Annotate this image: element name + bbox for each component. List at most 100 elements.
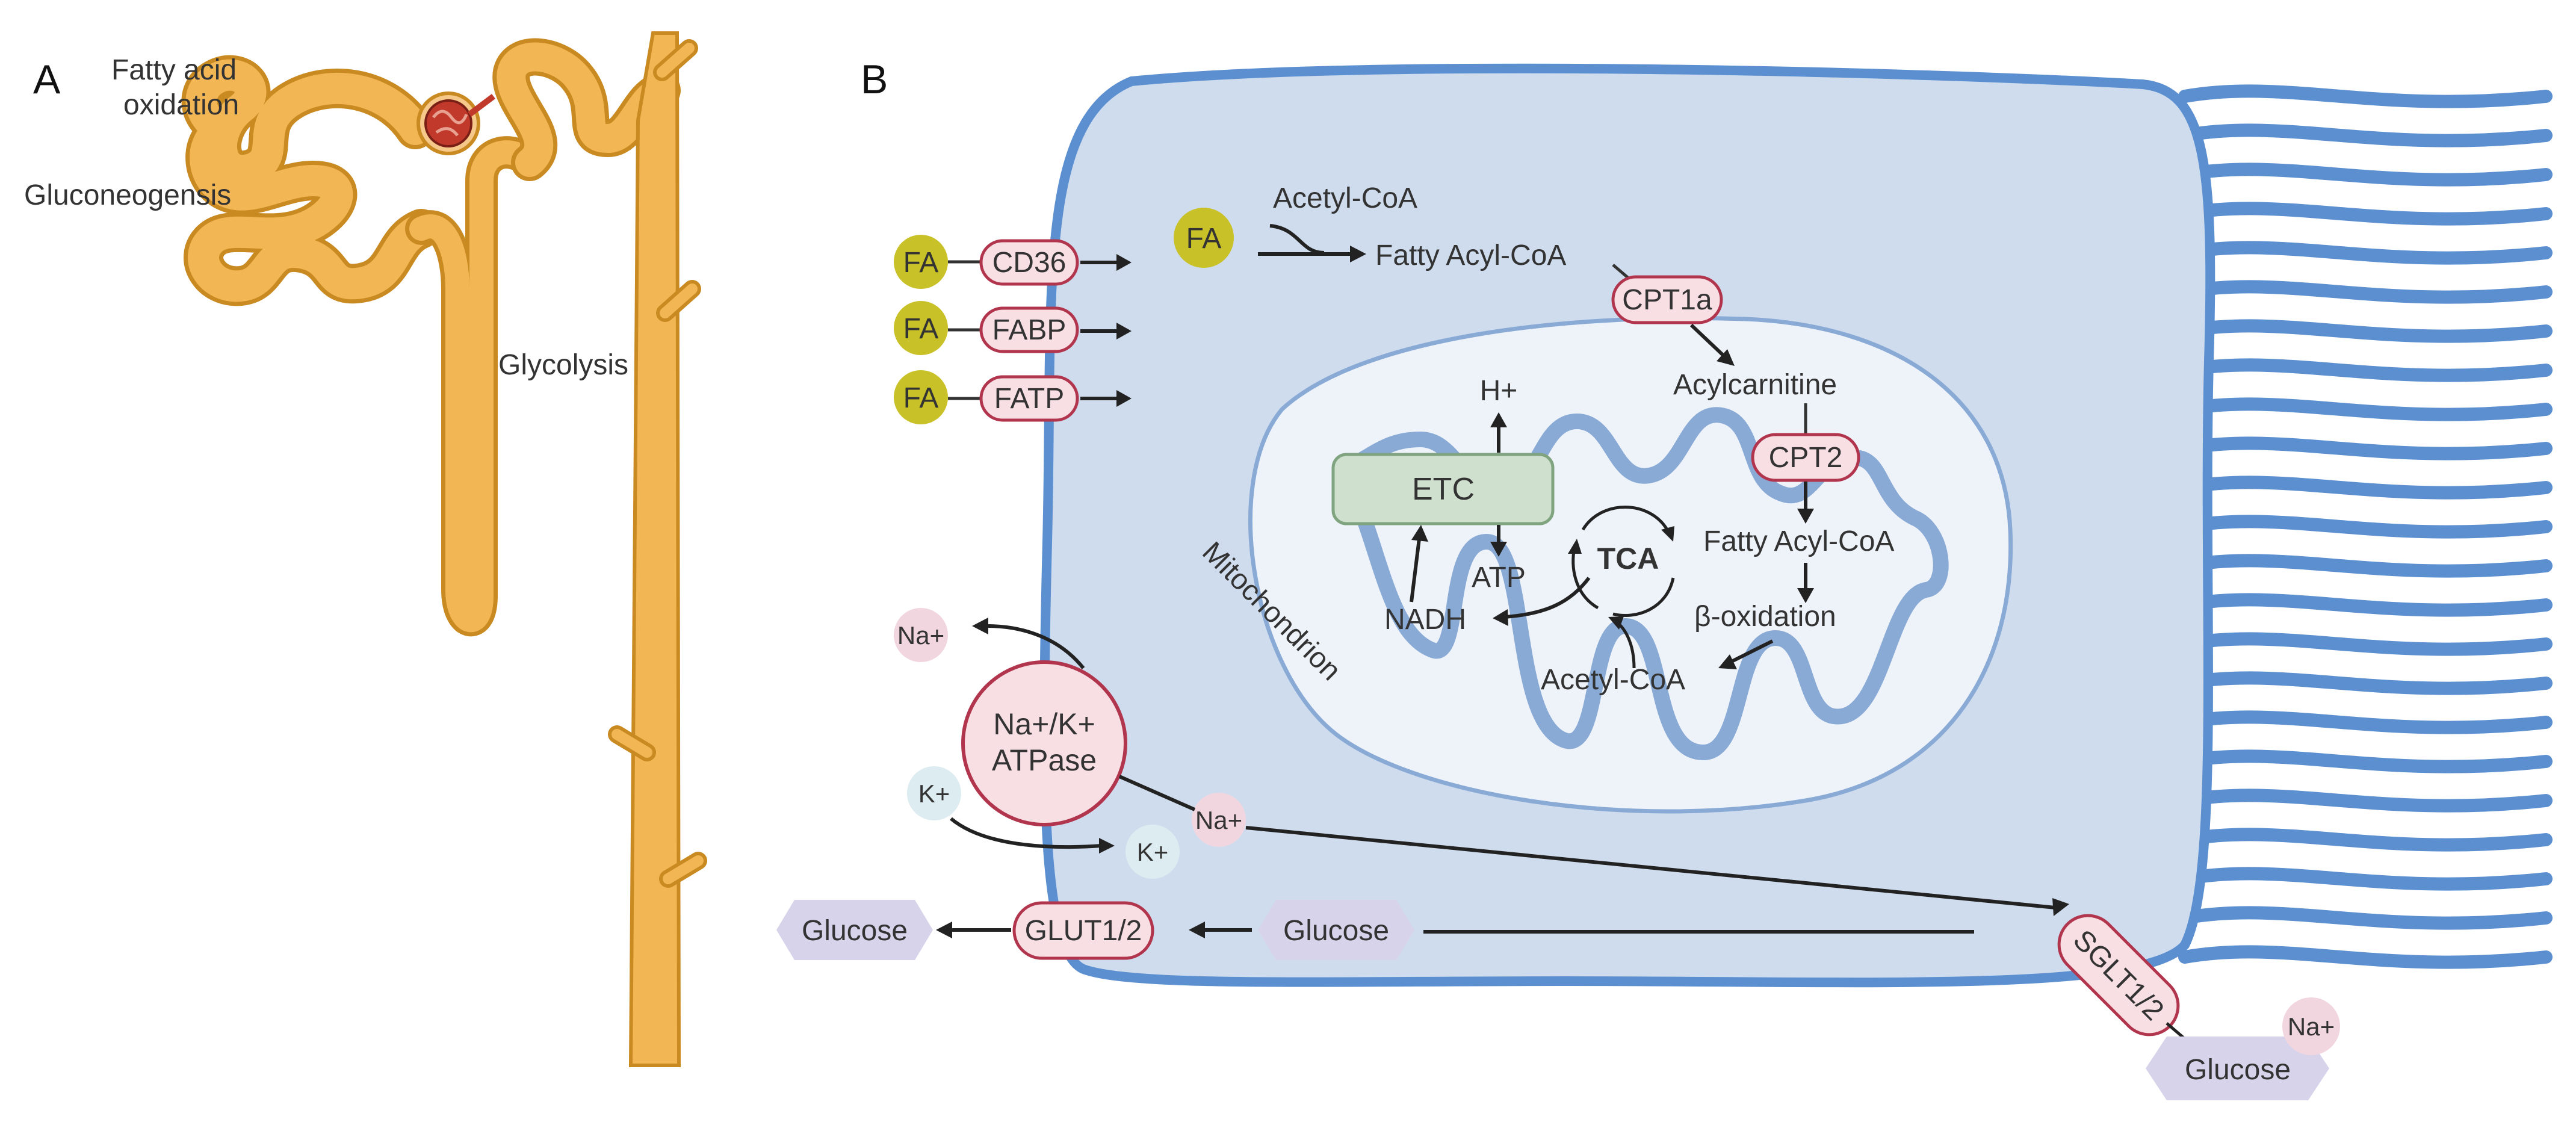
cpt1a-arrow <box>1689 323 1726 358</box>
panel-a-letter: A <box>33 57 61 102</box>
glucose-luminal-label: Glucose <box>2185 1054 2291 1086</box>
etc-to-h-arrowhead <box>1490 412 1507 427</box>
fa-molecule <box>894 370 948 424</box>
beta-ox-to-acetyl-coa-arrow <box>1729 639 1774 664</box>
na-ion <box>894 608 948 662</box>
glucose-luminal <box>2146 1036 2329 1100</box>
fabp-label: FABP <box>992 314 1067 346</box>
fa-label: FA <box>903 247 939 279</box>
tca-cycle-arrow-3 <box>1571 550 1599 610</box>
tca-cycle: TCA <box>1493 506 1675 669</box>
glucose-extracellular-label: Glucose <box>802 915 908 947</box>
glut-efflux-arrowhead <box>936 922 952 938</box>
cd36-label: CD36 <box>992 247 1067 279</box>
collecting-duct-branch-inner <box>611 43 704 884</box>
atpase-label-line1: Na+/K+ <box>993 707 1095 741</box>
na-ion-intracellular <box>1192 793 1246 847</box>
etc-label: ETC <box>1412 472 1475 507</box>
proximal-tubule-fill <box>185 59 437 302</box>
fatty-acid-oxidation-label-line2: oxidation <box>123 89 239 121</box>
cpt2-enzyme <box>1751 433 1860 482</box>
na-ion-luminal-label: Na+ <box>2288 1012 2335 1041</box>
na-ion-label: Na+ <box>897 621 944 649</box>
glucose-intracellular-label: Glucose <box>1283 915 1389 947</box>
fa-to-acyl-coa-arrowhead <box>1350 246 1366 262</box>
tca-to-nadh-arrowhead <box>1493 609 1508 626</box>
cpt1a-arrowhead <box>1717 349 1735 366</box>
na-efflux-arrow <box>986 624 1085 669</box>
glomerulus-capillaries <box>432 110 468 137</box>
acetyl-coa-mito-label: Acetyl-CoA <box>1541 664 1685 696</box>
k-ion-label: K+ <box>918 779 950 808</box>
k-ion-intracellular-label: K+ <box>1137 838 1169 866</box>
fa-label: FA <box>903 313 939 345</box>
cpt2-arrowhead <box>1797 509 1814 524</box>
brush-border-microvilli <box>2178 84 2553 969</box>
acetyl-coa-into-tca-arrowhead <box>1608 616 1624 630</box>
fatty-acyl-coa-mito-label: Fatty Acyl-CoA <box>1703 525 1894 557</box>
cpt1a-enzyme <box>1611 275 1723 324</box>
acylcarnitine-label: Acylcarnitine <box>1673 369 1837 401</box>
tca-cycle-arrow-1 <box>1581 506 1669 531</box>
fa-molecule <box>894 301 948 355</box>
mitochondrion-cristae <box>1334 407 1949 760</box>
na-efflux-arrowhead <box>972 618 988 634</box>
fatp-label: FATP <box>994 383 1064 415</box>
na-ion-luminal <box>2282 997 2340 1055</box>
etc-to-atp-arrowhead <box>1490 542 1507 557</box>
cd36-transporter <box>979 239 1079 286</box>
fa-molecule-cytosol <box>1174 208 1234 268</box>
h-plus-label: H+ <box>1480 375 1518 407</box>
tca-to-nadh-arrow <box>1504 577 1591 619</box>
nadh-to-etc-arrow <box>1410 538 1421 603</box>
atp-label: ATP <box>1472 562 1526 593</box>
acyl-coa-to-beta-ox-arrowhead <box>1797 588 1814 603</box>
afferent-arteriole <box>468 94 495 117</box>
fatty-acyl-coa-label: Fatty Acyl-CoA <box>1375 240 1566 271</box>
glomerulus <box>424 99 472 147</box>
distal-tubule-fill <box>497 42 677 177</box>
cd36-arrowhead <box>1116 254 1132 271</box>
na-k-atpase <box>961 660 1127 826</box>
fa-label: FA <box>903 382 939 414</box>
fabp-arrowhead <box>1116 323 1132 339</box>
k-influx-arrowhead <box>1099 838 1115 854</box>
fatty-acid-oxidation-label-line1: Fatty acid <box>111 54 237 86</box>
cpt1a-label: CPT1a <box>1622 284 1712 316</box>
beta-oxidation-label: β-oxidation <box>1694 601 1836 633</box>
tca-cycle-arrow-2 <box>1612 577 1675 617</box>
gluconeogenesis-label: Gluconeogensis <box>24 179 231 211</box>
cpt2-label: CPT2 <box>1769 442 1843 474</box>
tca-label: TCA <box>1597 542 1659 575</box>
k-ion-intracellular <box>1125 825 1180 879</box>
glucose-extracellular <box>776 900 933 960</box>
beta-ox-to-acetyl-coa-arrowhead <box>1718 654 1737 669</box>
panel-b-letter: B <box>861 57 888 102</box>
collecting-duct <box>628 31 681 1067</box>
fatty-acid-activation: FA Acetyl-CoA Fatty Acyl-CoA CPT1a Acylc… <box>1174 182 1894 696</box>
electron-transport-chain: ETC H+ ATP NADH <box>1331 375 1555 636</box>
sglt-arrowhead <box>2052 898 2069 916</box>
fa-molecule <box>894 235 948 289</box>
fatty-acid-uptake: FA CD36 FA FABP FA FATP <box>894 235 1132 424</box>
tca-cycle-arrowhead-3 <box>1568 539 1582 554</box>
na-atpase-connector <box>1118 775 1196 811</box>
acetyl-coa-join-curve <box>1269 224 1325 255</box>
nadh-to-etc-arrowhead <box>1411 525 1428 542</box>
sglt-na-transport-line <box>1245 826 2056 909</box>
k-ion <box>907 766 961 820</box>
loop-of-henle-fill <box>409 140 542 632</box>
fatp-arrowhead <box>1116 390 1132 407</box>
glut12-label: GLUT1/2 <box>1025 915 1142 947</box>
na-ion-intracellular-label: Na+ <box>1195 806 1242 834</box>
glucose-transport: Glucose GLUT1/2 Glucose <box>776 900 1974 960</box>
nadh-label: NADH <box>1384 604 1466 636</box>
fabp-transporter <box>979 306 1079 353</box>
tca-cycle-arrowhead-1 <box>1661 526 1674 542</box>
fatp-transporter <box>979 375 1079 422</box>
glut12-transporter <box>1012 901 1154 960</box>
nephron-illustration <box>181 31 707 1067</box>
k-influx-arrow <box>950 817 1102 849</box>
glycolysis-label: Glycolysis <box>498 349 628 381</box>
